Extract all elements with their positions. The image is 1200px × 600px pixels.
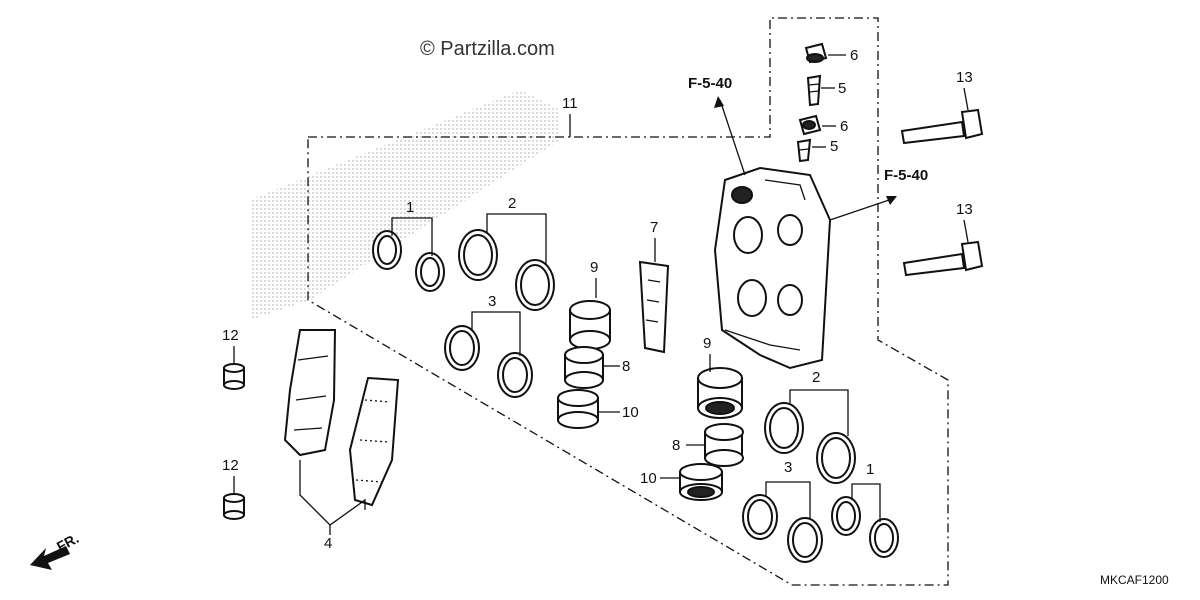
bleeder-screw-5-bottom[interactable] [796,138,812,163]
diagram-code: MKCAF1200 [1100,573,1169,587]
callout-13-b: 13 [956,201,973,218]
piston-seal-2-group-right[interactable] [764,402,856,484]
callout-6-a: 6 [850,47,858,64]
reference-label-1: F-5-40 [688,75,732,92]
callout-2-b: 2 [812,369,820,386]
assembly-outline [307,17,949,586]
dust-seal-3-group-right[interactable] [742,494,823,563]
piston-9-left[interactable] [569,300,611,350]
callout-12-b: 12 [222,457,239,474]
brake-pad-4-rear[interactable] [348,376,400,507]
bleeder-cap-6-top[interactable] [804,42,828,64]
piston-9-right[interactable] [697,367,743,419]
callout-3-b: 3 [784,459,792,476]
brake-pad-4-front[interactable] [283,329,337,457]
callout-5-a: 5 [838,80,846,97]
callout-11: 11 [562,95,578,112]
caliper-body[interactable] [713,166,832,370]
callout-2-a: 2 [508,195,516,212]
callout-10-a: 10 [622,404,639,421]
pad-spring-7[interactable] [638,260,670,354]
piston-seal-1-group[interactable] [372,230,445,292]
callout-4: 4 [324,535,332,552]
callout-7: 7 [650,219,658,236]
mounting-bolt-13-top[interactable] [900,108,984,145]
callout-1-a: 1 [406,199,414,216]
shadow-pattern [250,90,560,320]
piston-seal-1-group-right[interactable] [831,496,899,558]
callout-6-b: 6 [840,118,848,135]
callout-13-a: 13 [956,69,973,86]
bleeder-screw-5-top[interactable] [806,74,822,107]
piston-10-right[interactable] [679,463,723,501]
pad-pin-12-top[interactable] [223,363,245,390]
watermark-text: © Partzilla.com [420,38,555,60]
callout-3-a: 3 [488,293,496,310]
pad-pin-12-bottom[interactable] [223,493,245,520]
callout-5-b: 5 [830,138,838,155]
callout-12-a: 12 [222,327,239,344]
piston-seal-2-group[interactable] [458,229,555,311]
callout-1-b: 1 [866,461,874,478]
callout-10-b: 10 [640,470,657,487]
dust-seal-3-group[interactable] [444,325,533,398]
callout-8-b: 8 [672,437,680,454]
bleeder-cap-6-bottom[interactable] [798,114,822,136]
callout-9-b: 9 [703,335,711,352]
piston-8-left[interactable] [564,346,604,389]
piston-8-right[interactable] [704,423,744,467]
reference-label-2: F-5-40 [884,167,928,184]
callout-9-a: 9 [590,259,598,276]
mounting-bolt-13-bottom[interactable] [902,240,984,277]
callout-8-a: 8 [622,358,630,375]
front-direction-arrow: FR. [30,530,81,570]
piston-10-left[interactable] [557,389,599,429]
